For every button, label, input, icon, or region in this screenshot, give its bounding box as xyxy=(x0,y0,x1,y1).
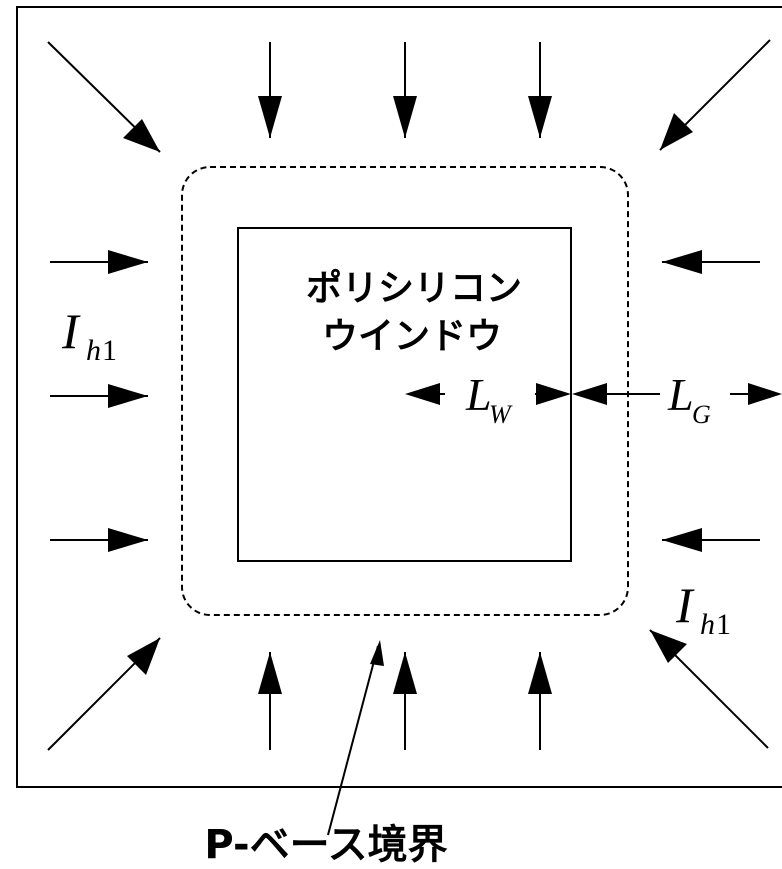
current-symbol-left: I xyxy=(61,303,81,359)
current-sub-number-left: 1 xyxy=(102,334,117,367)
current-symbol-right: I xyxy=(675,577,695,633)
arrowhead-left-1 xyxy=(108,250,148,274)
window-label-line1: ポリシリコン xyxy=(306,267,522,309)
gap-length-subscript: G xyxy=(692,400,711,429)
boundary-leader-line xyxy=(327,645,379,836)
lw-arrowhead-left xyxy=(405,383,440,405)
lg-arrowhead-left xyxy=(572,383,607,405)
window-label-line2: ウインドウ xyxy=(322,316,502,357)
arrowhead-diag-bottom-right xyxy=(650,630,687,663)
window-length-label: L W xyxy=(465,369,513,429)
boundary-leader-arrowhead xyxy=(370,640,384,666)
arrowhead-right-2 xyxy=(662,528,702,552)
dimension-arrows xyxy=(405,383,782,405)
right-arrows xyxy=(662,250,760,552)
p-base-boundary xyxy=(181,166,629,616)
current-sub-letter-right: h xyxy=(700,608,715,641)
arrowhead-bottom-1 xyxy=(258,652,282,694)
arrowhead-right-1 xyxy=(662,250,702,274)
left-arrows xyxy=(50,250,148,552)
arrowhead-top-3 xyxy=(528,96,552,138)
lg-arrowhead-right xyxy=(748,383,782,405)
arrowhead-diag-top-right xyxy=(660,113,693,150)
top-arrows xyxy=(258,42,552,138)
lw-arrowhead-right xyxy=(536,383,571,405)
outer-die-boundary xyxy=(16,6,782,788)
arrowhead-diag-bottom-left xyxy=(127,638,160,675)
arrowhead-top-1 xyxy=(258,96,282,138)
current-sub-number-right: 1 xyxy=(716,608,731,641)
window-length-subscript: W xyxy=(489,400,513,429)
arrowhead-left-3 xyxy=(108,528,148,552)
arrowhead-top-2 xyxy=(393,96,417,138)
gap-length-symbol: L xyxy=(667,369,694,420)
current-label-right: I h 1 xyxy=(675,577,731,641)
polysilicon-window xyxy=(237,227,572,562)
arrowhead-diag-top-left xyxy=(123,119,160,152)
diagonal-arrows xyxy=(47,39,771,751)
gap-length-label: L G xyxy=(667,369,711,429)
arrowhead-bottom-2 xyxy=(393,652,417,694)
current-sub-letter-left: h xyxy=(86,334,101,367)
boundary-label: P-ベース境界 xyxy=(204,822,447,868)
current-label-left: I h 1 xyxy=(61,303,117,367)
bottom-arrows xyxy=(258,652,552,750)
arrowhead-left-2 xyxy=(108,384,148,408)
window-length-symbol: L xyxy=(465,369,492,420)
arrowhead-bottom-3 xyxy=(528,652,552,694)
